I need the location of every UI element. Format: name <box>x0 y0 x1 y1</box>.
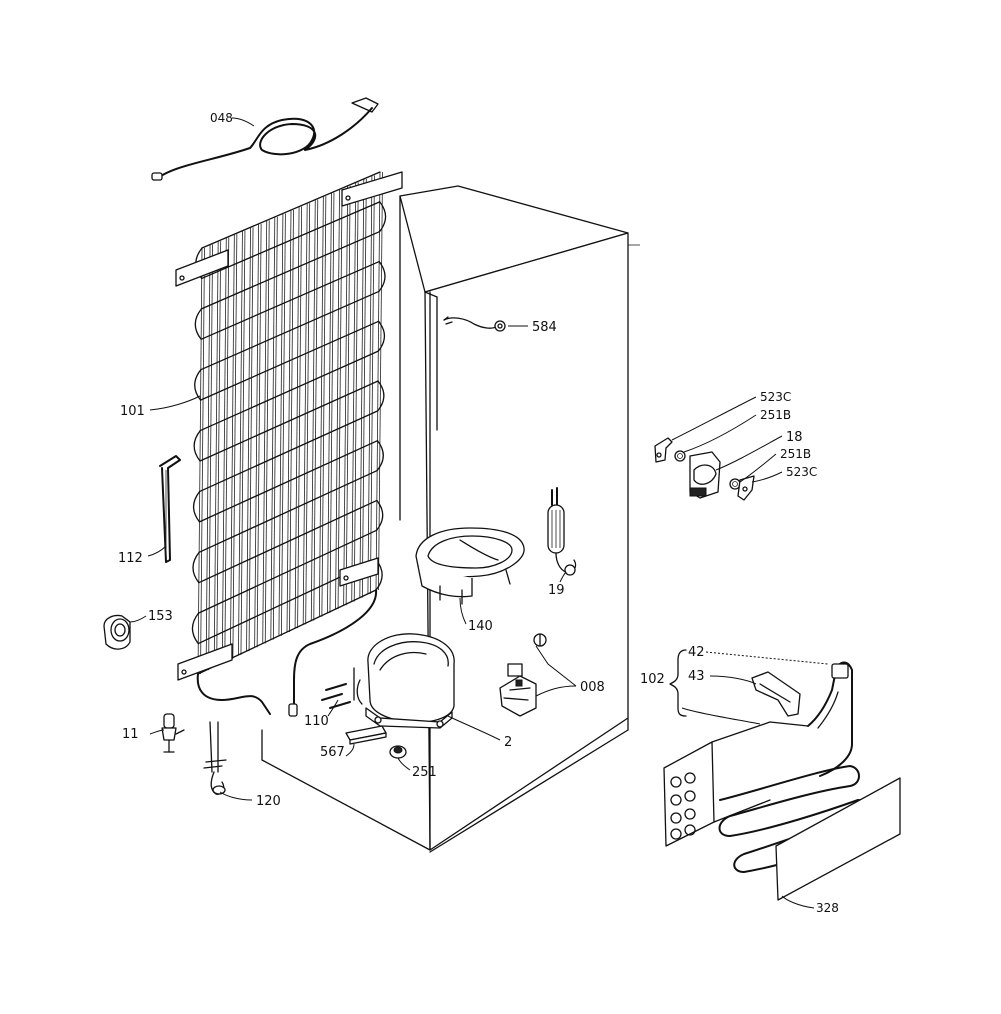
label-251b-bottom: 251B <box>780 447 811 461</box>
rod-112 <box>159 455 181 563</box>
label-008: 008 <box>580 680 605 695</box>
drip-tray-140 <box>415 527 525 605</box>
evaporator-102 <box>663 661 901 901</box>
label-523c-top: 523C <box>760 390 791 404</box>
fan-assembly <box>654 437 755 501</box>
condenser-coil <box>175 171 403 717</box>
label-2: 2 <box>504 735 512 750</box>
refrigerator-cabinet <box>261 185 640 853</box>
part-labels: 048 584 101 112 153 140 19 523C 251B 18 … <box>118 111 839 915</box>
label-11: 11 <box>122 727 139 742</box>
relay-008 <box>499 633 547 717</box>
leader-lines <box>129 117 829 909</box>
label-140: 140 <box>468 619 493 634</box>
label-523c-bottom: 523C <box>786 465 817 479</box>
label-42: 42 <box>688 645 705 660</box>
plate-567 <box>345 725 387 745</box>
label-18: 18 <box>786 430 803 445</box>
label-120: 120 <box>256 794 281 809</box>
sensor-584 <box>443 316 506 332</box>
label-112: 112 <box>118 551 143 566</box>
grommet-251 <box>389 745 407 759</box>
cable-048 <box>151 97 379 181</box>
label-584: 584 <box>532 320 557 335</box>
label-153: 153 <box>148 609 173 624</box>
label-251: 251 <box>412 765 437 780</box>
label-102: 102 <box>640 672 665 687</box>
label-328: 328 <box>816 901 839 915</box>
label-19: 19 <box>548 583 565 598</box>
label-101: 101 <box>120 404 145 419</box>
drier-120 <box>203 721 227 795</box>
heater-19 <box>547 487 577 576</box>
label-567: 567 <box>320 745 345 760</box>
label-048: 048 <box>210 111 233 125</box>
label-43: 43 <box>688 669 705 684</box>
bushing-153 <box>103 614 131 650</box>
valve-11 <box>161 713 185 753</box>
label-251b-top: 251B <box>760 408 791 422</box>
compressor-2 <box>353 633 455 729</box>
label-110: 110 <box>304 714 329 729</box>
